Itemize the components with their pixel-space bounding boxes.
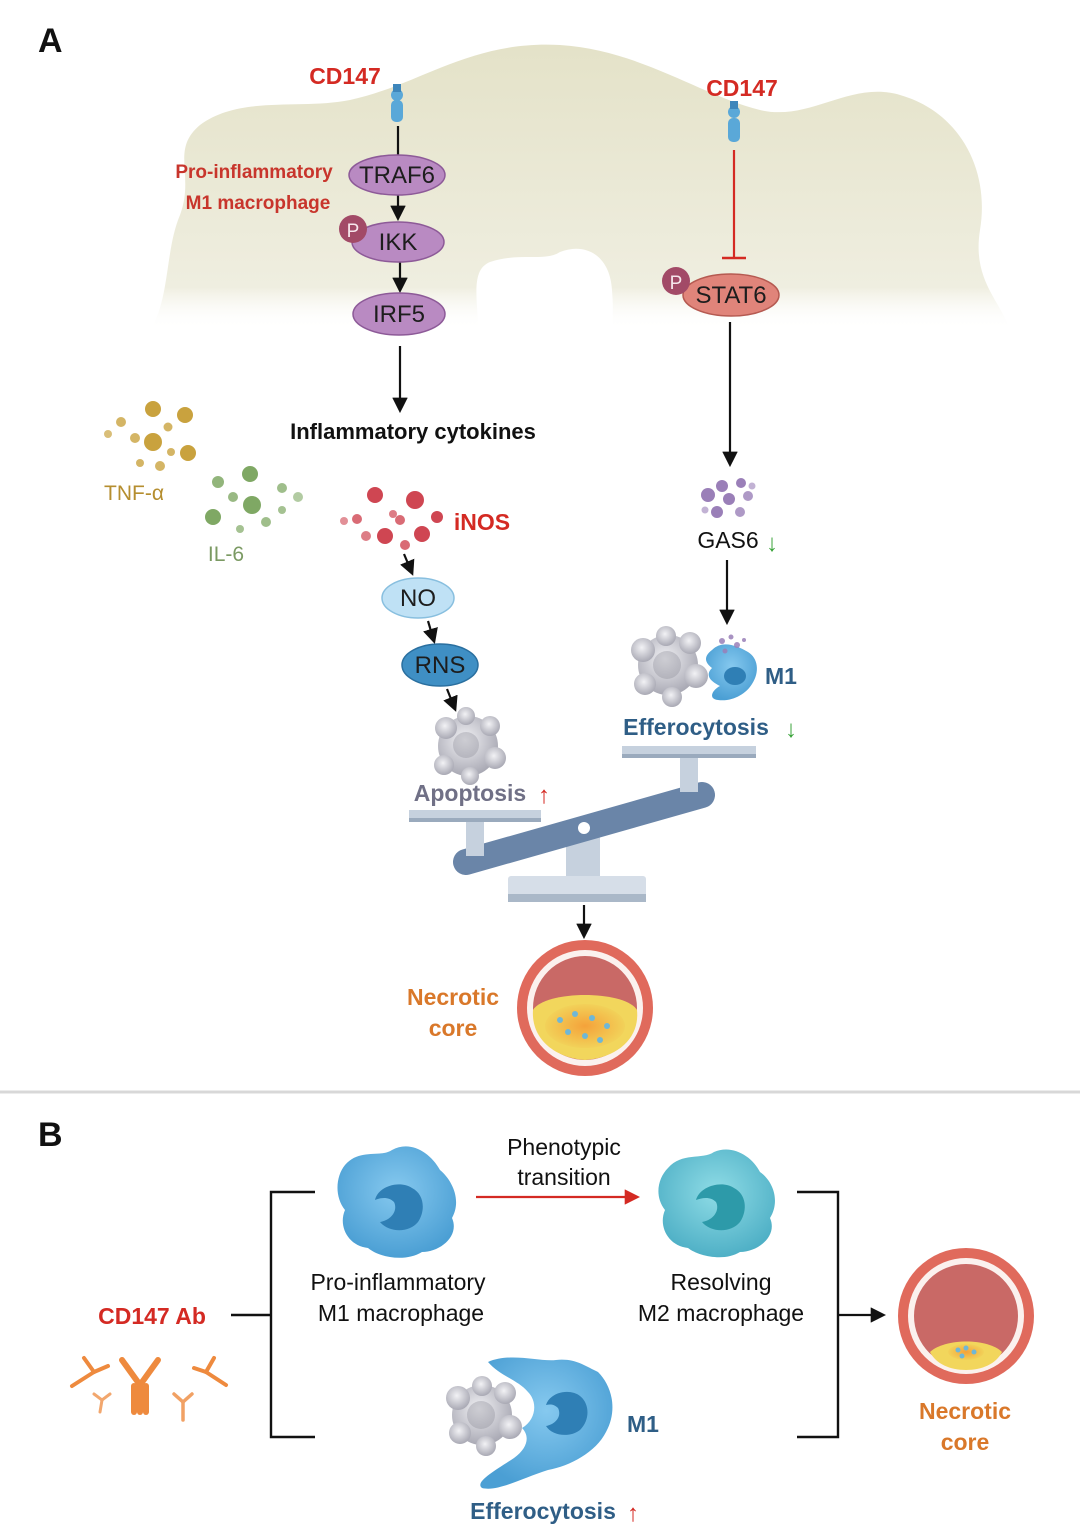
m2-macrophage-b-line2: M2 macrophage <box>638 1300 804 1326</box>
necrotic-core-vessel-icon-a <box>517 940 653 1076</box>
m1-macrophage-engulfing-icon-b <box>480 1357 613 1489</box>
cd147-left-label: CD147 <box>309 63 381 89</box>
cd147-ab-label: CD147 Ab <box>98 1303 206 1329</box>
apoptotic-cell-efferocytosis-icon <box>631 626 708 707</box>
m1-label-b: M1 <box>627 1411 659 1437</box>
ikk-label: IKK <box>379 229 418 256</box>
phenotypic-transition-line1: Phenotypic <box>507 1134 621 1160</box>
efferocytosis-down-arrow: ↓ <box>785 716 797 743</box>
tnf-alpha-label: TNF-α <box>104 482 164 505</box>
apoptosis-up-arrow: ↑ <box>538 782 550 809</box>
gas6-particles-icon <box>701 478 756 518</box>
arrow-rns-apoptosis <box>443 688 458 712</box>
m1-macrophage-cell-body <box>150 44 1010 330</box>
il6-particles-icon <box>205 466 303 533</box>
gas6-down-arrow: ↓ <box>766 530 778 557</box>
necrotic-core-b-line1: Necrotic <box>919 1398 1011 1424</box>
necrotic-core-b-line2: core <box>941 1429 990 1455</box>
necrotic-core-vessel-icon-b <box>898 1248 1034 1384</box>
irf5-label: IRF5 <box>373 301 425 328</box>
gas6-label: GAS6 <box>697 527 758 553</box>
no-node <box>381 577 455 619</box>
tnf-alpha-particles-icon <box>104 401 196 471</box>
rns-label: RNS <box>415 652 466 679</box>
irf5-node <box>352 292 446 336</box>
ikk-phospho-label: P <box>347 221 360 242</box>
m1-macrophage-engulfing-icon <box>706 644 757 701</box>
m1-macrophage-b-line1: Pro-inflammatory <box>310 1269 486 1295</box>
balance-scale-icon <box>409 746 756 902</box>
stat6-label: STAT6 <box>695 282 766 309</box>
arrow-inos-no <box>400 553 415 576</box>
inflammatory-cytokines-label: Inflammatory cytokines <box>290 419 536 444</box>
inos-particles-icon <box>340 487 443 550</box>
m1-cell-label-line2: M1 macrophage <box>186 193 331 214</box>
m2-macrophage-b-line1: Resolving <box>671 1269 772 1295</box>
apoptosis-label: Apoptosis <box>414 780 526 806</box>
panel-a-letter: A <box>38 22 63 60</box>
efferocytosis-up-arrow: ↑ <box>627 1500 639 1527</box>
necrotic-core-a-line2: core <box>429 1015 478 1041</box>
stat6-phospho-label: P <box>670 273 683 294</box>
stat6-phospho-badge <box>662 267 690 295</box>
efferocytosis-label-b: Efferocytosis <box>470 1498 616 1524</box>
apoptotic-cell-icon <box>434 707 506 785</box>
efferocytosis-label-a: Efferocytosis <box>623 714 769 740</box>
rns-node <box>401 643 479 687</box>
stat6-node <box>682 273 780 317</box>
m1-label-a: M1 <box>765 663 797 689</box>
m1-macrophage-icon-b <box>337 1146 457 1258</box>
left-bracket <box>231 1190 315 1439</box>
phenotypic-transition-line2: transition <box>517 1164 610 1190</box>
traf6-node <box>348 154 446 196</box>
m1-macrophage-b-line2: M1 macrophage <box>318 1300 484 1326</box>
il6-label: IL-6 <box>208 543 244 566</box>
antibody-icons <box>70 1356 228 1422</box>
arrow-no-rns <box>423 620 438 644</box>
inos-label: iNOS <box>454 509 510 535</box>
no-label: NO <box>400 585 436 612</box>
cd147-receptor-icon-left <box>391 84 403 122</box>
m1-cell-label-line1: Pro-inflammatory <box>175 162 333 183</box>
apoptotic-cell-icon-b <box>446 1376 522 1456</box>
ikk-phospho-badge <box>339 215 367 243</box>
cd147-right-label: CD147 <box>706 75 778 101</box>
cd147-receptor-icon-right <box>728 101 740 142</box>
m2-macrophage-icon-b <box>658 1149 775 1258</box>
panel-b-letter: B <box>38 1116 63 1154</box>
traf6-label: TRAF6 <box>359 162 435 189</box>
gas6-small-particles-icon <box>719 634 746 654</box>
necrotic-core-a-line1: Necrotic <box>407 984 499 1010</box>
